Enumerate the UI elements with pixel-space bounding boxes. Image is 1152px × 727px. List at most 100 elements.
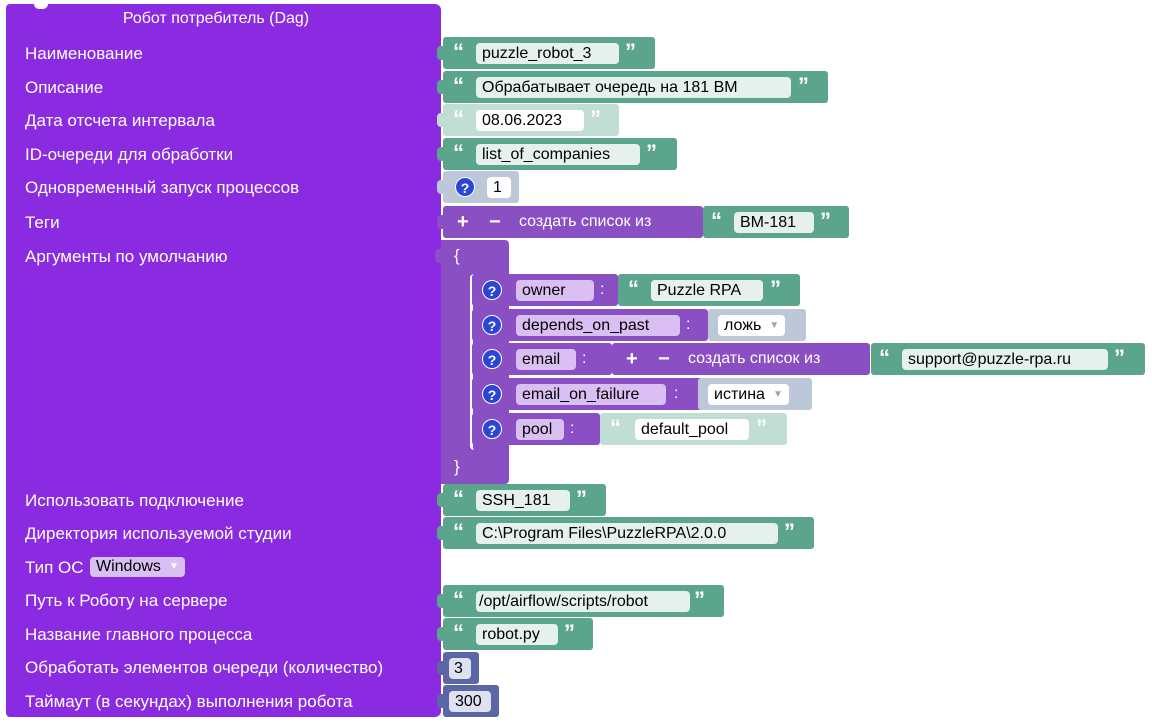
studio-dir-field[interactable]: C:\Program Files\PuzzleRPA\2.0.0 (476, 523, 778, 544)
connection-text-block[interactable]: “ SSH_181 ” (437, 484, 606, 516)
label-queue-items: Обработать элементов очереди (количество… (25, 658, 384, 677)
block-connector (437, 661, 445, 675)
depends-on-past-logic-block[interactable]: ложь ▼ (708, 309, 806, 341)
queue-items-field[interactable]: 3 (449, 658, 471, 679)
name-text-block[interactable]: “ puzzle_robot_3 ” (437, 37, 655, 69)
block-connector (435, 249, 443, 263)
dropdown-arrow-icon: ▼ (769, 320, 780, 331)
label-main-process: Название главного процесса (25, 625, 253, 644)
pair-colon: : (686, 316, 691, 333)
concurrent-field[interactable]: 1 (487, 177, 511, 198)
quote-open-icon: “ (453, 486, 464, 511)
help-icon[interactable]: ? (482, 349, 502, 369)
studio-dir-text-block[interactable]: “ C:\Program Files\PuzzleRPA\2.0.0 ” (437, 517, 814, 549)
owner-text-block[interactable]: “ Puzzle RPA ” (618, 274, 800, 306)
timeout-field[interactable]: 300 (449, 691, 491, 712)
quote-open-icon: “ (453, 106, 464, 131)
description-text-block[interactable]: “ Обрабатывает очередь на 181 ВМ ” (437, 71, 828, 103)
pair-key-field[interactable]: owner (516, 280, 594, 301)
quote-open-icon: “ (610, 415, 621, 440)
block-connector (437, 594, 445, 608)
owner-field[interactable]: Puzzle RPA (651, 280, 763, 301)
dict-pair-owner[interactable]: ? owner : (472, 274, 618, 306)
email-on-failure-dropdown[interactable]: истина ▼ (708, 384, 789, 405)
quote-close-icon: ” (784, 519, 795, 544)
label-os-type: Тип ОС (25, 558, 84, 577)
concurrent-number-block[interactable]: ? 1 (437, 171, 519, 203)
block-connector (437, 627, 445, 641)
robot-consumer-block[interactable]: Робот потребитель (Dag) Наименование Опи… (6, 4, 441, 717)
dropdown-arrow-icon: ▼ (773, 389, 783, 400)
email-on-failure-logic-block[interactable]: истина ▼ (698, 378, 812, 410)
dict-pair-email-on-failure[interactable]: ? email_on_failure : (472, 378, 706, 410)
email-list-block[interactable]: + − создать список из (612, 343, 870, 375)
os-type-value: Windows (96, 558, 161, 575)
quote-close-icon: ” (646, 140, 657, 165)
main-process-text-block[interactable]: “ robot.py ” (437, 618, 593, 650)
connection-field[interactable]: SSH_181 (476, 490, 570, 511)
block-connector (437, 526, 445, 540)
quote-open-icon: “ (453, 587, 464, 612)
email-text-block[interactable]: “ support@puzzle-rpa.ru ” (871, 343, 1145, 375)
block-connector (437, 694, 445, 708)
email-field[interactable]: support@puzzle-rpa.ru (902, 349, 1108, 370)
help-icon[interactable]: ? (455, 177, 475, 197)
dict-pair-email[interactable]: ? email : (472, 343, 612, 375)
dict-pair-depends-on-past[interactable]: ? depends_on_past : (472, 309, 708, 341)
dict-close-brace: } (454, 457, 460, 476)
quote-open-icon: “ (453, 39, 464, 64)
label-robot-path: Путь к Роботу на сервере (25, 591, 228, 610)
quote-open-icon: “ (453, 519, 464, 544)
pair-colon: : (600, 281, 605, 298)
quote-close-icon: ” (756, 415, 767, 440)
tag-item-field[interactable]: ВМ-181 (734, 212, 814, 233)
help-icon[interactable]: ? (482, 315, 502, 335)
block-connector (437, 80, 445, 94)
pair-key-field[interactable]: email_on_failure (516, 384, 666, 405)
name-field[interactable]: puzzle_robot_3 (476, 43, 619, 64)
depends-on-past-dropdown[interactable]: ложь ▼ (718, 315, 786, 336)
add-item-button[interactable]: + (626, 348, 638, 370)
robot-path-text-block[interactable]: “ /opt/airflow/scripts/robot ” (437, 585, 724, 617)
pool-field[interactable]: default_pool (635, 419, 749, 440)
date-field[interactable]: 08.06.2023 (476, 110, 584, 131)
dict-pair-pool[interactable]: ? pool : (472, 413, 600, 445)
queue-items-number-block[interactable]: 3 (437, 652, 479, 684)
quote-open-icon: “ (453, 140, 464, 165)
robot-path-field[interactable]: /opt/airflow/scripts/robot (476, 591, 690, 612)
pool-text-block[interactable]: “ default_pool ” (600, 413, 787, 445)
pair-key-field[interactable]: pool (516, 419, 564, 440)
quote-open-icon: “ (453, 620, 464, 645)
help-icon[interactable]: ? (482, 384, 502, 404)
description-field[interactable]: Обрабатывает очередь на 181 ВМ (476, 77, 791, 98)
label-queue-id: ID-очереди для обработки (25, 145, 234, 164)
label-date: Дата отсчета интервала (25, 111, 215, 130)
label-name: Наименование (25, 44, 143, 63)
remove-item-button[interactable]: − (658, 348, 670, 370)
date-text-block[interactable]: “ 08.06.2023 ” (437, 104, 619, 136)
pair-colon: : (674, 385, 679, 402)
list-create-label: создать список из (688, 350, 821, 367)
block-connector (437, 180, 445, 194)
remove-item-button[interactable]: − (489, 211, 501, 233)
pair-colon: : (570, 420, 575, 437)
tags-list-block[interactable]: + − создать список из (437, 206, 703, 238)
queue-id-text-block[interactable]: “ list_of_companies ” (437, 138, 677, 170)
block-connector (437, 113, 445, 127)
help-icon[interactable]: ? (482, 280, 502, 300)
tag-item-text-block[interactable]: “ ВМ-181 ” (703, 206, 849, 238)
quote-close-icon: ” (564, 620, 575, 645)
block-notch (34, 4, 48, 9)
help-icon[interactable]: ? (482, 419, 502, 439)
main-process-field[interactable]: robot.py (476, 624, 558, 645)
add-item-button[interactable]: + (457, 211, 469, 233)
timeout-number-block[interactable]: 300 (437, 685, 499, 717)
quote-close-icon: ” (576, 486, 587, 511)
quote-open-icon: “ (453, 73, 464, 98)
label-description: Описание (25, 78, 104, 97)
quote-close-icon: ” (820, 208, 831, 233)
queue-id-field[interactable]: list_of_companies (476, 144, 640, 165)
os-type-dropdown[interactable]: Windows ▼ (90, 557, 185, 577)
pair-key-field[interactable]: email (516, 349, 576, 370)
pair-key-field[interactable]: depends_on_past (516, 315, 680, 336)
